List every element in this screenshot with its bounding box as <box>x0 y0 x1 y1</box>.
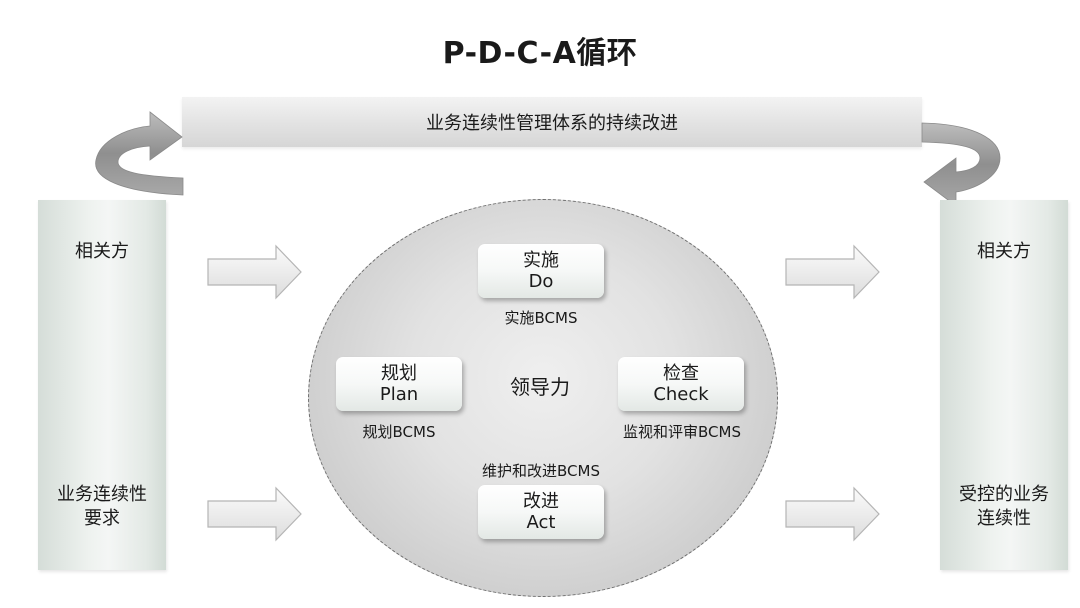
arrow-left-bottom <box>207 486 302 542</box>
act-en: Act <box>526 512 556 533</box>
left-panel-interested-parties: 相关方 业务连续性 要求 <box>38 200 166 570</box>
act-caption: 维护和改进BCMS <box>482 462 600 480</box>
right-panel-bottom-label: 受控的业务 连续性 <box>940 483 1068 531</box>
plan-en: Plan <box>379 384 419 405</box>
right-panel-bottom-line-2: 连续性 <box>977 508 1031 529</box>
plan-caption: 规划BCMS <box>362 423 436 441</box>
do-caption: 实施BCMS <box>504 309 578 327</box>
act-box: 改进 Act <box>478 485 604 539</box>
leadership-label: 领导力 <box>510 375 570 399</box>
right-panel-interested-parties: 相关方 受控的业务 连续性 <box>940 200 1068 570</box>
left-panel-bottom-line-2: 要求 <box>84 508 120 529</box>
do-en: Do <box>528 271 554 292</box>
continual-improvement-label: 业务连续性管理体系的持续改进 <box>426 113 678 134</box>
check-box: 检查 Check <box>618 357 744 411</box>
left-panel-bottom-line-1: 业务连续性 <box>57 484 147 505</box>
right-panel-bottom-line-1: 受控的业务 <box>959 484 1049 505</box>
do-zh: 实施 <box>523 250 559 271</box>
check-en: Check <box>653 384 709 405</box>
right-panel-top-label: 相关方 <box>977 241 1031 262</box>
arrow-right-bottom <box>785 486 880 542</box>
do-box: 实施 Do <box>478 244 604 298</box>
left-panel-bottom-label: 业务连续性 要求 <box>38 483 166 531</box>
plan-box: 规划 Plan <box>336 357 462 411</box>
right-curved-arrow <box>921 122 1001 207</box>
diagram-title: P-D-C-A循环 <box>442 36 638 71</box>
act-zh: 改进 <box>523 491 559 512</box>
arrow-left-top <box>207 244 302 300</box>
continual-improvement-band: 业务连续性管理体系的持续改进 <box>182 97 922 147</box>
left-panel-top-label: 相关方 <box>75 241 129 262</box>
check-zh: 检查 <box>663 363 699 384</box>
arrow-right-top <box>785 244 880 300</box>
left-curved-arrow <box>95 111 184 196</box>
plan-zh: 规划 <box>381 363 417 384</box>
check-caption: 监视和评审BCMS <box>623 423 741 441</box>
